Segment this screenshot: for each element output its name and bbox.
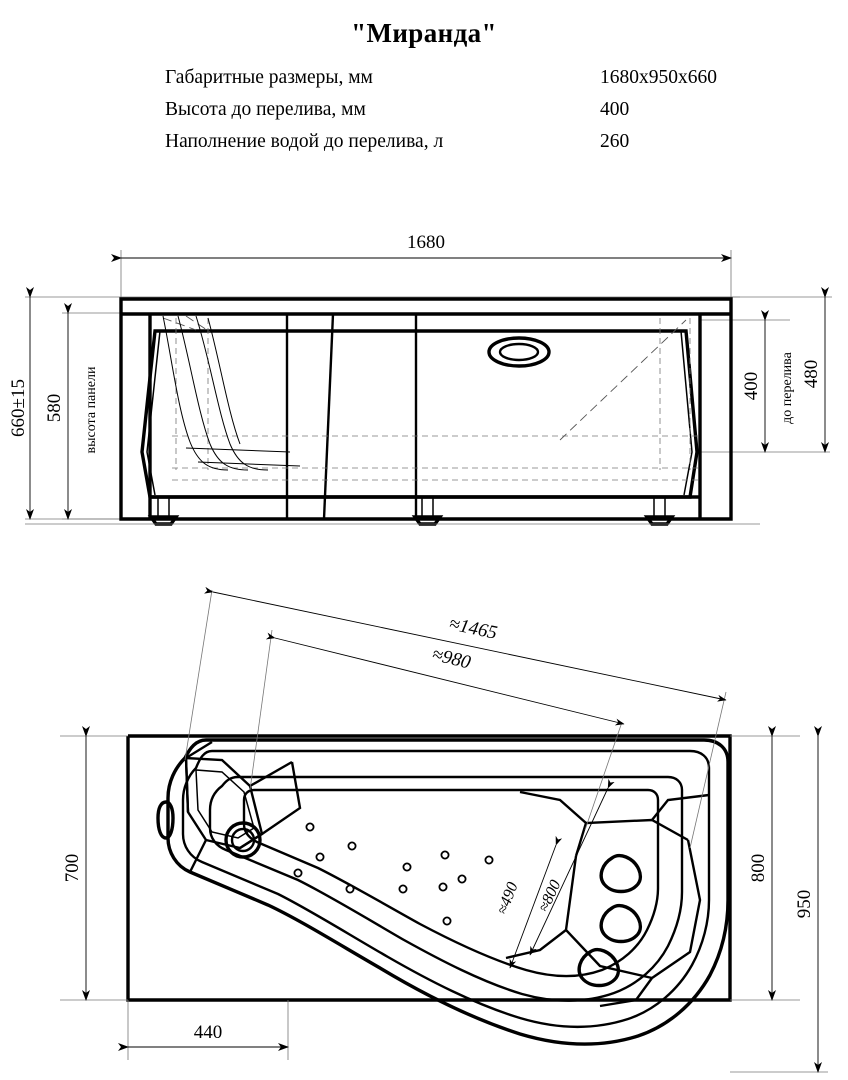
jet-dot xyxy=(457,874,467,884)
jet-dot xyxy=(345,884,355,894)
step-pad xyxy=(599,903,643,944)
plan-bounding-box xyxy=(128,734,732,1002)
dim-label-left-width: 700 xyxy=(62,854,83,883)
jet-dot xyxy=(315,852,325,862)
seat-facet-corner-b xyxy=(599,977,653,1008)
dim-label-panel-height-note: высота панели xyxy=(84,366,99,453)
spec-value-overall-size: 1680x950x660 xyxy=(600,67,717,88)
page-title: "Миранда" xyxy=(351,18,497,48)
dim-label-left-offset: 440 xyxy=(194,1022,223,1043)
spec-label-overflow-height: Высота до перелива, мм xyxy=(165,99,366,120)
dim-line-diag-long xyxy=(203,586,727,702)
panel-seam-2 xyxy=(322,313,335,520)
seat-facet-corner-a xyxy=(651,793,710,821)
bath-outer-outline xyxy=(166,738,730,1046)
dim-label-overflow-height: 400 xyxy=(741,372,762,401)
dim-label-seat-long: ≈800 xyxy=(535,878,564,915)
facet-edge-b xyxy=(261,761,302,835)
specification-table: Габаритные размеры, мм 1680x950x660 Высо… xyxy=(0,67,848,163)
step-pad xyxy=(599,853,643,894)
basin-floor-outline xyxy=(242,788,660,978)
spec-value-overflow-height: 400 xyxy=(600,99,630,120)
tub-right-wall-inner xyxy=(680,330,693,496)
dim-label-diag-long: ≈1465 xyxy=(447,613,499,644)
drain-overflow-icon xyxy=(487,336,551,368)
bath-basin-edge xyxy=(208,775,684,1002)
spec-value-water-volume: 260 xyxy=(600,131,630,152)
dim-label-panel-height: 580 xyxy=(44,394,65,423)
header-block: "Миранда" Габаритные размеры, мм 1680x95… xyxy=(0,0,848,163)
seat-facet-top xyxy=(574,818,689,857)
jet-dot xyxy=(293,868,303,878)
bath-rim-inner xyxy=(181,749,711,1028)
table-row: Высота до перелива, мм 400 xyxy=(165,99,848,131)
seat-facet-right xyxy=(651,839,702,979)
facet-edge-a xyxy=(249,760,293,788)
facet-edge-c xyxy=(188,839,208,873)
dim-line-diag-short xyxy=(265,632,625,726)
table-row: Наполнение водой до перелива, л 260 xyxy=(165,131,848,163)
plan-bounding-box-left xyxy=(126,736,288,1002)
jet-dot xyxy=(484,855,494,865)
spec-label-overall-size: Габаритные размеры, мм xyxy=(165,67,373,88)
facet-top-left xyxy=(184,740,213,813)
dim-line-seat-long xyxy=(529,778,615,956)
tub-left-wall-inner xyxy=(146,330,161,496)
jet-dot xyxy=(438,882,448,892)
jet-dot xyxy=(440,850,450,860)
table-row: Габаритные размеры, мм 1680x950x660 xyxy=(165,67,848,99)
jet-dot xyxy=(402,862,412,872)
dim-label-diag-short: ≈980 xyxy=(430,644,473,674)
dim-label-right-inner: 800 xyxy=(748,854,769,883)
dim-label-overall-height: 660±15 xyxy=(8,379,29,437)
jet-dot xyxy=(398,884,408,894)
side-elevation-group: 1680 660±15 580 высота панели 400 до пер… xyxy=(8,232,832,526)
jet-dot xyxy=(305,822,315,832)
dim-label-overflow-note: до перелива xyxy=(780,351,795,423)
jet-dot xyxy=(347,841,357,851)
dim-label-rim-height: 480 xyxy=(801,360,822,389)
tub-inner-profile xyxy=(140,329,699,499)
spec-label-water-volume: Наполнение водой до перелива, л xyxy=(165,131,444,152)
dim-label-overall-length: 1680 xyxy=(407,232,445,253)
hydro-jet-group xyxy=(293,822,494,926)
dim-label-right-overall: 950 xyxy=(794,890,815,919)
plan-view-group: ≈1465 ≈980 700 440 800 950 xyxy=(60,586,828,1073)
dim-label-seat-short: ≈490 xyxy=(494,880,522,917)
jet-dot xyxy=(442,916,452,926)
seat-facet-corner-c xyxy=(519,790,587,824)
drain-hole-icon xyxy=(224,821,262,859)
step-pad xyxy=(577,947,621,988)
bath-outer-frame xyxy=(119,297,733,521)
